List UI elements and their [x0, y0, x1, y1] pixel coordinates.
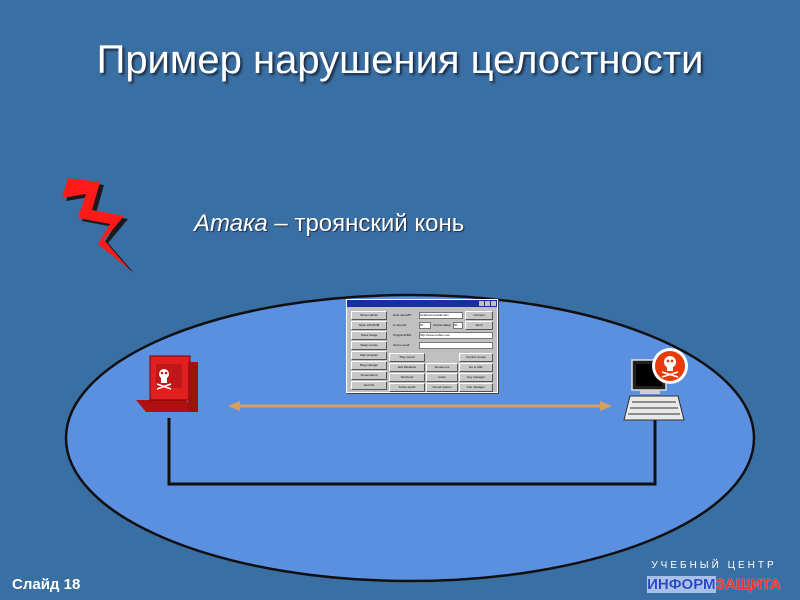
play-sound-button[interactable]: Play sound — [389, 353, 425, 362]
interval-input[interactable]: 60 — [419, 322, 431, 329]
brand-part-2: ЗАЩИТА — [715, 576, 781, 593]
network-ellipse — [64, 293, 756, 583]
swap-mouse-button[interactable]: Swap mouse — [351, 341, 387, 350]
open-cdrom-button[interactable]: Open CD-ROM — [351, 321, 387, 330]
active-sends-button[interactable]: Active sends — [389, 383, 425, 392]
get-info-button[interactable]: Get info — [351, 381, 387, 390]
go-to-url-button[interactable]: Go to URL — [459, 363, 493, 372]
interval-label: in interval: — [393, 323, 407, 327]
slide-number: Слайд 18 — [12, 576, 81, 593]
screendump-button[interactable]: Screendump — [351, 371, 387, 380]
lightning-icon — [62, 178, 134, 273]
text-send-input[interactable] — [419, 342, 493, 349]
transfer-arrow — [228, 401, 612, 411]
msg-manager-button[interactable]: Msg manager — [351, 361, 387, 370]
connect-button[interactable]: Connect — [465, 311, 493, 320]
trojan-window[interactable]: Server admin Open CD-ROM Show image Swap… — [346, 299, 498, 393]
program-url-label: Program/URL: — [393, 333, 413, 337]
window-controls — [479, 301, 496, 306]
slide-subtitle: Атака – троянский конь — [194, 210, 464, 238]
program-url-input[interactable]: http://www.netbus.com — [419, 332, 493, 339]
show-image-button[interactable]: Show image — [351, 331, 387, 340]
network-link — [167, 418, 657, 486]
slide-title: Пример нарушения целостности — [96, 38, 704, 82]
attack-word: Атака — [194, 210, 268, 237]
brand-caption: УЧЕБНЫЙ ЦЕНТР — [651, 560, 777, 571]
send-text-button[interactable]: Send text — [389, 373, 425, 382]
brand-logo: ИНФОРМЗАЩИТА — [636, 576, 792, 593]
abort-button[interactable]: Abort — [465, 321, 493, 330]
trojan-window-titlebar[interactable] — [347, 300, 497, 307]
mouse-pos-button[interactable]: Mouse pos — [426, 363, 458, 372]
host-input[interactable]: localhost.localdomain — [419, 312, 463, 319]
host-label: Host name/IP: — [393, 313, 413, 317]
attack-description: – троянский конь — [267, 210, 465, 237]
start-program-button[interactable]: Start program — [351, 351, 387, 360]
server-admin-button[interactable]: Server admin — [351, 311, 387, 320]
maximize-icon[interactable] — [485, 301, 490, 306]
text-send-label: Text to send: — [393, 343, 411, 347]
brand-part-1: ИНФОРМ — [647, 576, 716, 593]
listen-button[interactable]: Listen — [426, 373, 458, 382]
file-manager-button[interactable]: File manager — [459, 383, 493, 392]
exit-windows-button[interactable]: Exit Windows — [389, 363, 425, 372]
sound-system-button[interactable]: Sound system — [426, 383, 458, 392]
minimize-icon[interactable] — [479, 301, 484, 306]
skull-computer-icon — [136, 355, 198, 412]
infected-computer-icon — [623, 348, 688, 421]
key-manager-button[interactable]: Key manager — [459, 373, 493, 382]
delay-input[interactable]: 60 — [453, 322, 463, 329]
delay-label: Cancel delay: — [433, 323, 452, 327]
close-icon[interactable] — [491, 301, 496, 306]
control-mouse-button[interactable]: Control mouse — [459, 353, 493, 362]
